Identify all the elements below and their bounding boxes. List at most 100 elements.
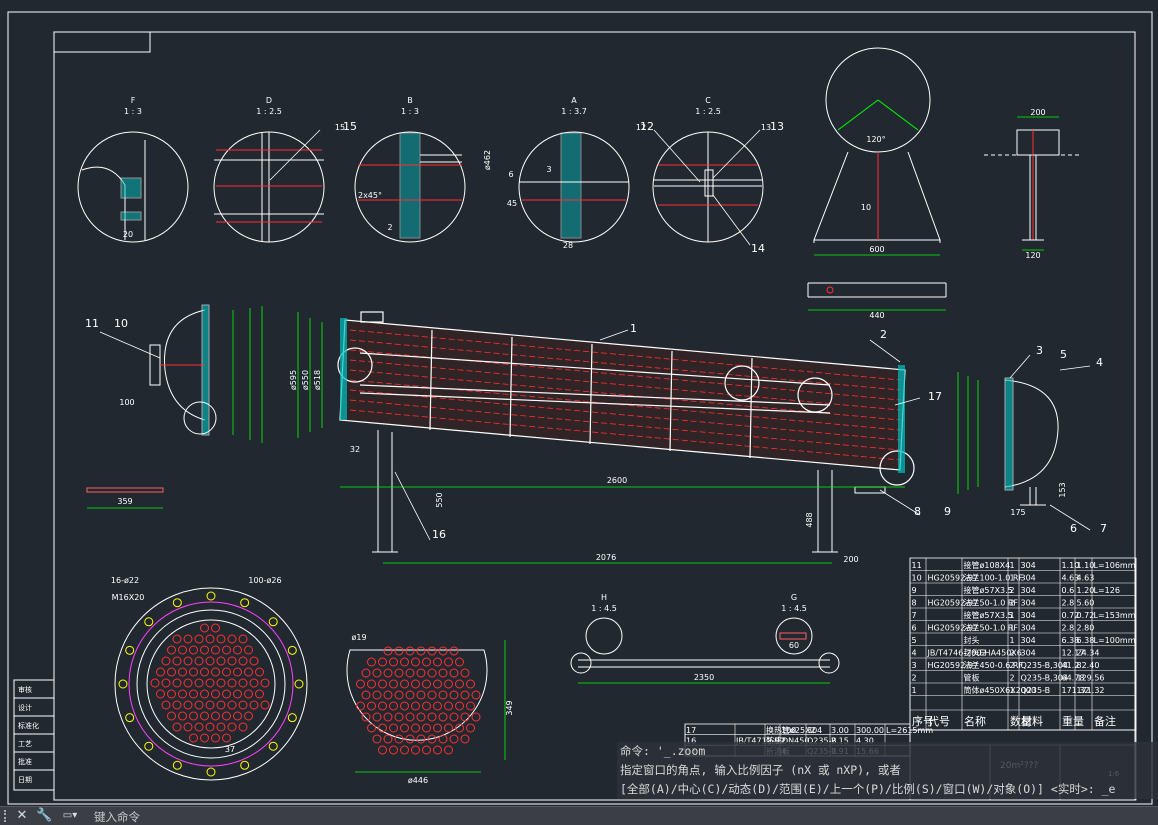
close-icon[interactable]: ✕ xyxy=(16,808,28,823)
balloon-number: 3 xyxy=(1036,344,1043,357)
tube-hole xyxy=(167,711,176,721)
tube-hole xyxy=(444,723,453,733)
tube-hole xyxy=(378,723,387,733)
tube-hole xyxy=(227,634,237,644)
tube-hole xyxy=(471,712,481,722)
bom-cell: 1.10 xyxy=(1062,561,1080,570)
bom-header-cell: 名称 xyxy=(964,714,986,728)
balloon-number: 14 xyxy=(751,242,765,255)
bom-cell: 304 xyxy=(807,726,822,735)
tube-hole xyxy=(361,690,371,700)
tube-hole xyxy=(460,712,470,722)
bom-cell: 82.40 xyxy=(1077,661,1100,670)
tube-hole xyxy=(244,689,253,699)
bom-cell: 2 xyxy=(781,737,786,746)
command-prompt-icon[interactable]: ▭▾ xyxy=(62,810,78,821)
tube-hole xyxy=(255,689,264,699)
bolt-hole xyxy=(287,645,297,655)
drawing-frame xyxy=(7,11,1153,805)
tube-hole xyxy=(150,678,160,688)
tube-hole xyxy=(383,690,393,700)
tube-hole xyxy=(205,700,215,710)
dimension-w15: 15 xyxy=(335,123,345,132)
bom-cell: 304 xyxy=(1021,574,1036,583)
tube-hole xyxy=(438,646,448,656)
detail-center-lines xyxy=(216,149,758,223)
wrench-icon[interactable]: 🔧 xyxy=(36,808,53,823)
balloon-number: 11 xyxy=(85,317,99,330)
tube-hole xyxy=(238,634,248,644)
command-history-line: [全部(A)/中心(C)/动态(D)/范围(E)/上一个(P)/比例(S)/窗口… xyxy=(617,780,1158,799)
tube-hole xyxy=(183,634,193,644)
bolt-hole xyxy=(206,767,216,777)
dimension-w120: 120 xyxy=(1025,251,1040,260)
tube-hole xyxy=(466,679,475,689)
tube-hole xyxy=(433,657,442,667)
bom-header-cell: 序号 xyxy=(912,714,934,728)
dimension-chamfer: 2x45° xyxy=(358,191,382,200)
command-input[interactable] xyxy=(92,808,1096,825)
dimension-lines xyxy=(87,116,1059,773)
bolt-hole xyxy=(144,741,154,751)
tube-hole xyxy=(422,657,431,667)
bom-cell: 304 xyxy=(1021,599,1036,608)
strip-label: 批准 xyxy=(18,757,32,766)
tube-hole xyxy=(161,700,171,710)
saddle-supports xyxy=(372,430,886,553)
bom-cell: 0.72 xyxy=(1077,611,1095,620)
dimension-d19: ø19 xyxy=(351,633,366,642)
tube-hole xyxy=(233,689,242,699)
balloon-number: 6 xyxy=(1070,522,1077,535)
tube-hole xyxy=(422,723,431,733)
tube-hole xyxy=(444,679,453,689)
bom-cell: 12.17 xyxy=(1062,649,1085,658)
tube-hole xyxy=(156,689,165,699)
tube-hole xyxy=(194,700,204,710)
bom-cell: 4.30 xyxy=(856,737,874,746)
tube-hole xyxy=(222,711,231,721)
detail-letter: F xyxy=(131,96,136,105)
tube-hole xyxy=(400,745,409,755)
bolt-hole xyxy=(287,713,297,723)
balloon-number: 5 xyxy=(1060,348,1067,361)
bom-cell: 171.32 xyxy=(1062,686,1090,695)
tube-hole xyxy=(194,722,204,732)
detail-letter: D xyxy=(266,96,272,105)
bom-cell: 封头 xyxy=(964,635,980,645)
tube-hole xyxy=(444,657,453,667)
bom-cell: 304 xyxy=(1021,636,1036,645)
tube-hole xyxy=(394,646,404,656)
bom-cell: 2 xyxy=(1010,674,1015,683)
bom-cell: HG20592-97 xyxy=(928,624,979,633)
left-signature-strip xyxy=(13,679,55,791)
tube-hole xyxy=(361,712,371,722)
dimension-w175: 175 xyxy=(1010,508,1025,517)
tube-hole xyxy=(438,712,448,722)
bom-cell: 3 xyxy=(912,661,917,670)
dimension-plate_len: 359 xyxy=(117,497,132,506)
right-channel-head xyxy=(1004,377,1059,506)
tube-hole xyxy=(222,689,231,699)
bom-cell: 129.56 xyxy=(1077,674,1105,683)
bom-cell: 4.63 xyxy=(1062,574,1080,583)
balloon-number: 15 xyxy=(343,120,357,133)
tube-hole xyxy=(189,711,198,721)
bom-cell: 2 xyxy=(1010,661,1015,670)
tube-hole xyxy=(194,678,204,688)
tube-hole xyxy=(433,679,442,689)
detail-scale: 1 : 2.5 xyxy=(695,107,721,116)
tube-hole xyxy=(394,712,404,722)
tube-hole xyxy=(183,678,193,688)
bom-cell: 4.63 xyxy=(1077,574,1095,583)
dimension-w12: 12 xyxy=(636,123,646,132)
drag-handle[interactable] xyxy=(4,810,12,822)
tube-hole xyxy=(183,656,193,666)
bom-cell: 2 xyxy=(1010,649,1015,658)
detail-letter: H xyxy=(601,593,607,602)
tube-hole xyxy=(178,689,187,699)
dimension-h100x26: 100-ø26 xyxy=(248,576,281,585)
tube-hole xyxy=(260,700,270,710)
dimension-m16: M16X20 xyxy=(112,593,145,602)
